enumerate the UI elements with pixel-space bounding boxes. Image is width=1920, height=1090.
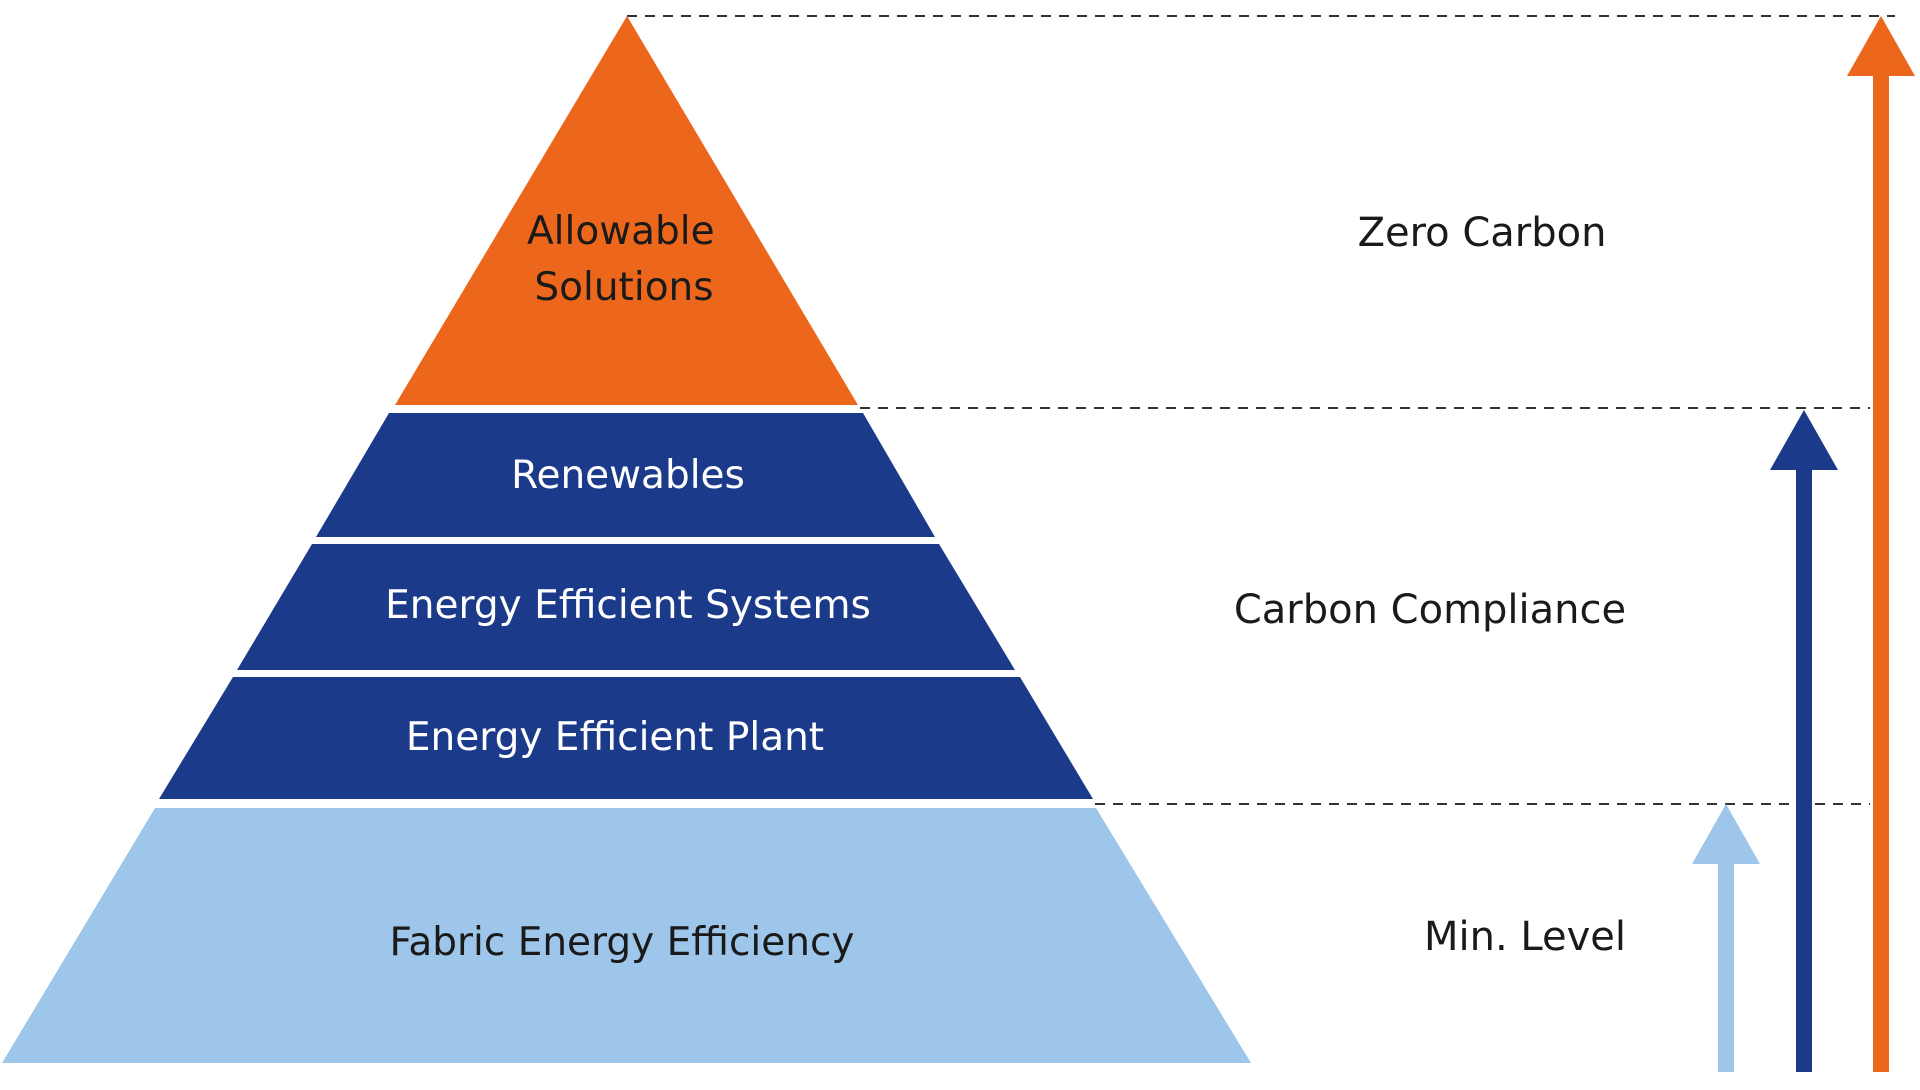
layer-allowable-solutions-label-line-1: Allowable (527, 209, 715, 254)
layer-energy-efficient-systems (237, 544, 1015, 670)
zero-carbon-label: Zero Carbon (1358, 210, 1607, 256)
layer-energy-efficient-plant-label: Energy Efficient Plant (406, 715, 824, 760)
zero-carbon-arrow (1847, 16, 1915, 1072)
min-level-label: Min. Level (1424, 914, 1626, 960)
layer-fabric-energy-efficiency-label: Fabric Energy Efficiency (389, 920, 854, 965)
carbon-compliance-arrow (1770, 410, 1838, 1072)
layer-renewables (316, 413, 935, 537)
layer-allowable-solutions-label-line-2: Solutions (534, 265, 713, 310)
carbon-compliance-label: Carbon Compliance (1234, 587, 1626, 633)
layer-renewables-label: Renewables (511, 453, 745, 498)
layer-allowable-solutions (395, 16, 858, 405)
min-level-arrow (1692, 804, 1760, 1072)
layer-fabric-energy-efficiency (2, 808, 1251, 1063)
layer-allowable-solutions-label: Allowable Solutions (527, 209, 727, 310)
layer-energy-efficient-plant (159, 677, 1093, 799)
layer-energy-efficient-systems-label: Energy Efficient Systems (385, 583, 871, 628)
